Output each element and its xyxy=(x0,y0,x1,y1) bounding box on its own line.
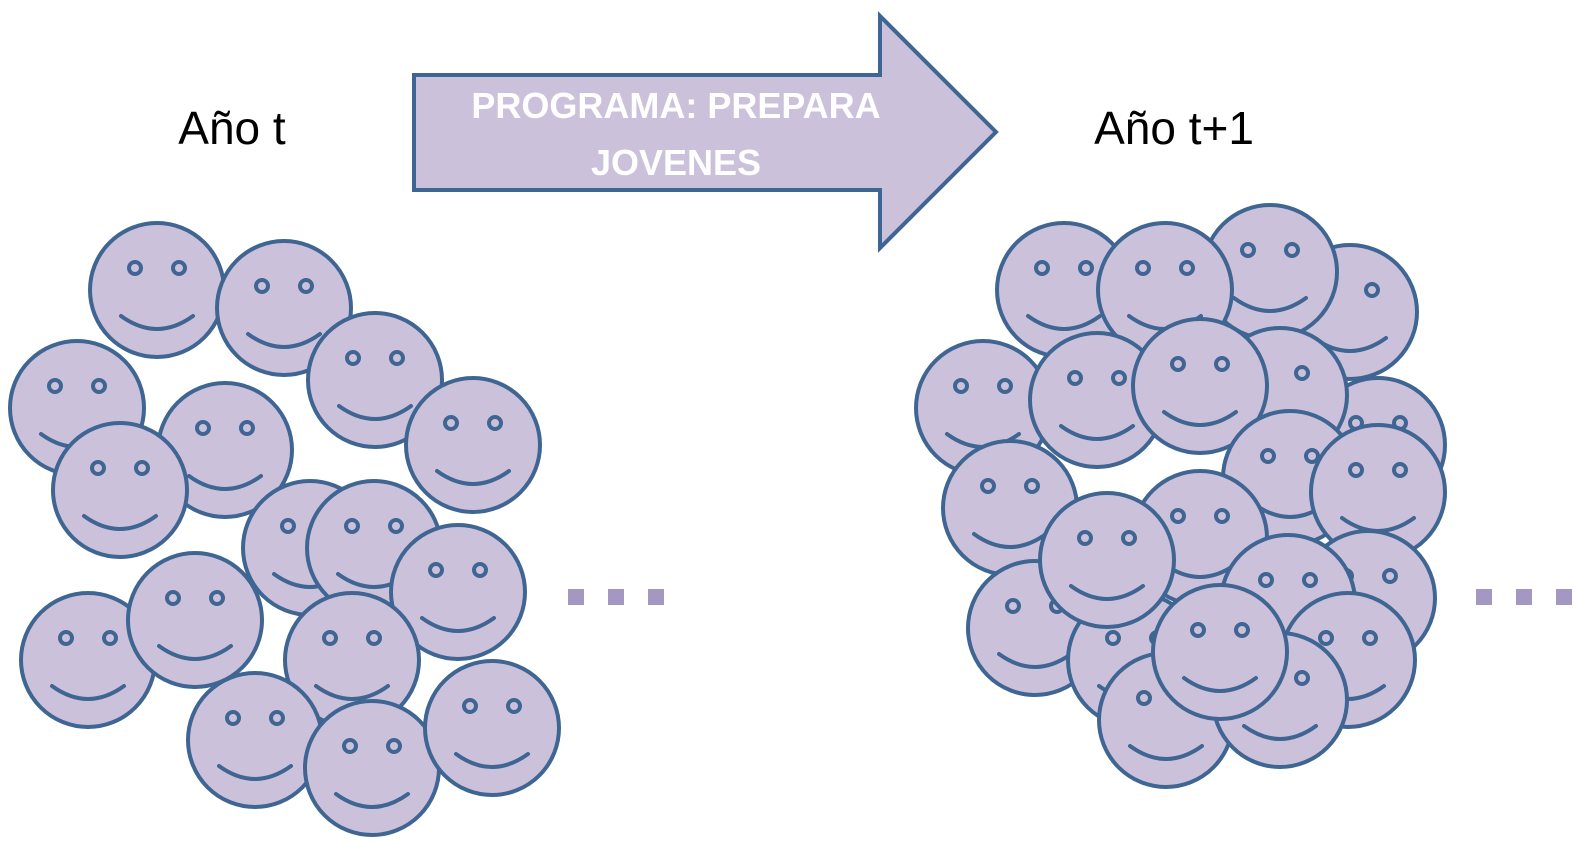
arrow-label-line2: JOVENES xyxy=(591,142,761,183)
smiley-face-icon xyxy=(1038,491,1176,629)
ellipsis-icon xyxy=(568,589,664,605)
smiley-face-icon xyxy=(303,699,441,837)
smiley-face-icon xyxy=(404,376,542,514)
smiley-face-icon xyxy=(1151,583,1289,721)
year-start-label: Año t xyxy=(178,102,286,154)
smiley-face-icon xyxy=(51,421,189,559)
smiley-face-icon xyxy=(423,659,561,797)
smiley-face-icon xyxy=(215,239,353,377)
ellipsis-icon xyxy=(1476,589,1572,605)
smiley-face-icon xyxy=(306,311,444,449)
smiley-face-icon xyxy=(1309,423,1447,561)
arrow-label-line1: PROGRAMA: PREPARA xyxy=(471,85,880,126)
population-year-t xyxy=(8,221,561,837)
population-year-t1 xyxy=(914,203,1447,789)
smiley-face-icon xyxy=(19,591,157,729)
year-end-label: Año t+1 xyxy=(1094,102,1254,154)
program-arrow: PROGRAMA: PREPARA JOVENES xyxy=(412,11,999,253)
smiley-face-icon xyxy=(1131,317,1269,455)
arrow-shape xyxy=(412,11,999,253)
smiley-face-icon xyxy=(126,551,264,689)
smiley-face-icon xyxy=(389,523,527,661)
smiley-face-icon xyxy=(88,221,226,359)
smiley-face-icon xyxy=(186,671,324,809)
